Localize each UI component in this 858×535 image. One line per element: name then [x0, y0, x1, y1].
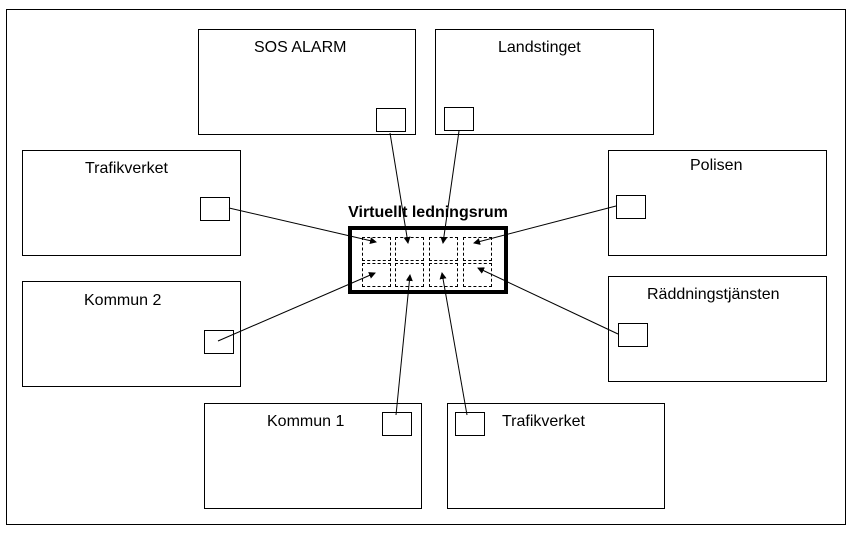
node-polisen: Polisen: [608, 150, 827, 256]
connector-port: [455, 412, 485, 436]
node-trafikverket-left: Trafikverket: [22, 150, 241, 256]
diagram-frame: [6, 9, 846, 525]
node-label: Polisen: [690, 157, 743, 174]
connector-port: [382, 412, 412, 436]
node-trafikverket-bottom: Trafikverket: [447, 403, 665, 509]
node-kommun-2: Kommun 2: [22, 281, 241, 387]
connector-port: [616, 195, 646, 219]
connector-port: [618, 323, 648, 347]
node-label: Räddningstjänsten: [647, 286, 780, 303]
node-label: Trafikverket: [85, 160, 168, 177]
virtual-room-hub: [348, 226, 508, 294]
node-landstinget: Landstinget: [435, 29, 654, 135]
node-label: SOS ALARM: [254, 39, 347, 56]
hub-cell: [429, 263, 458, 287]
hub-cell: [395, 263, 424, 287]
hub-cell: [362, 263, 391, 287]
connector-port: [376, 108, 406, 132]
node-label: Kommun 2: [84, 292, 162, 309]
hub-cell: [429, 237, 458, 261]
connector-port: [204, 330, 234, 354]
node-kommun-1: Kommun 1: [204, 403, 422, 509]
node-label: Kommun 1: [267, 413, 345, 430]
hub-title: Virtuellt ledningsrum: [348, 204, 508, 221]
node-label: Trafikverket: [502, 413, 585, 430]
hub-cell: [362, 237, 391, 261]
hub-cell: [395, 237, 424, 261]
hub-cell: [463, 263, 492, 287]
connector-port: [200, 197, 230, 221]
hub-cell: [463, 237, 492, 261]
connector-port: [444, 107, 474, 131]
node-label: Landstinget: [498, 39, 581, 56]
node-sos-alarm: SOS ALARM: [198, 29, 416, 135]
node-raddningstjansten: Räddningstjänsten: [608, 276, 827, 382]
